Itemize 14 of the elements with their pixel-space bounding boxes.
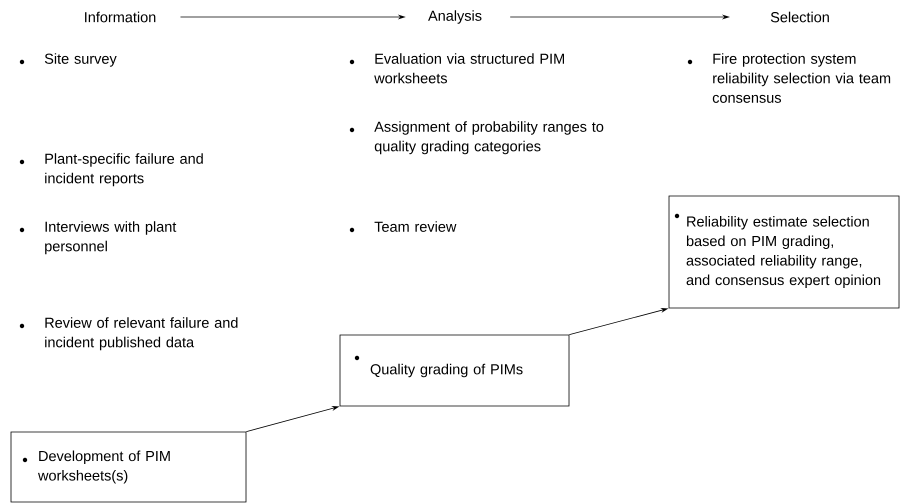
bullet-item: Evaluation via structured PIM worksheets <box>350 53 564 84</box>
column-heading: Analysis <box>428 10 482 24</box>
bullet-item: Plant-specific failure and incident reports <box>20 153 203 186</box>
bullet-item: Interviews with plant personnel <box>20 221 176 254</box>
process-box: Quality grading of PIMs <box>340 334 570 406</box>
column-heading: Information <box>85 12 156 22</box>
process-box: Reliability estimate selection based on PIM grading, associated reliability range, and consensus expert opinion <box>668 196 900 308</box>
column-heading: Selection <box>770 12 829 22</box>
process-box: Development of PIM worksheets(s) <box>10 432 246 502</box>
bullet-item: Site survey <box>20 53 117 67</box>
bullet-item: Fire protection system reliability selection via team consensus <box>688 53 890 103</box>
bullet-item: Review of relevant failure and incident published data <box>20 317 238 350</box>
bullet-item: Assignment of probability ranges to quality grading categories <box>350 121 604 154</box>
bullet-item: Team review <box>350 221 456 232</box>
